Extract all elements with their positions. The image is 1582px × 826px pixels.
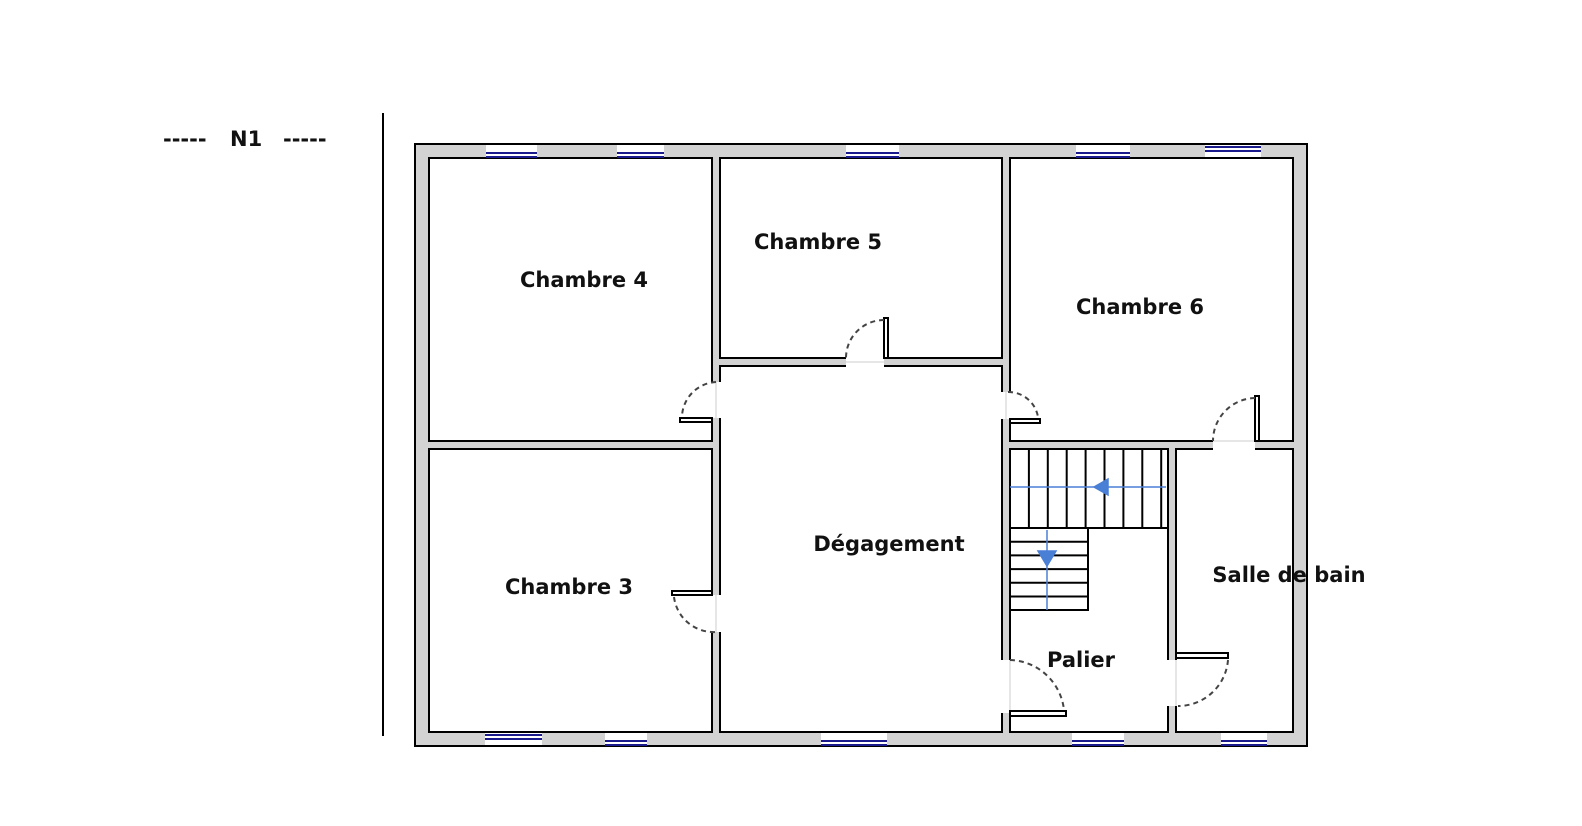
label-chambre-5: Chambre 5 <box>754 230 882 254</box>
label-chambre-3: Chambre 3 <box>505 575 633 599</box>
staircase <box>1009 448 1169 611</box>
room-chambre-6 <box>1009 157 1294 442</box>
level-dashes-right: ----- <box>283 127 327 151</box>
room-chambre-5 <box>719 157 1003 359</box>
door-chambre-4 <box>679 381 721 423</box>
label-chambre-4: Chambre 4 <box>520 268 648 292</box>
label-chambre-6: Chambre 6 <box>1076 295 1204 319</box>
door-chambre-5 <box>845 317 889 367</box>
label-degagement: Dégagement <box>813 532 964 556</box>
windows <box>485 145 1267 746</box>
door-salle-de-bain <box>1167 652 1229 708</box>
window <box>1205 145 1261 157</box>
window <box>846 145 899 158</box>
label-salle-de-bain: Salle de bain <box>1212 563 1365 587</box>
window <box>821 733 887 746</box>
level-header: ----- N1 ----- <box>163 113 384 736</box>
window <box>485 733 542 745</box>
room-degagement <box>719 365 1003 733</box>
room-chambre-4 <box>428 157 713 442</box>
door-palier <box>1001 659 1067 717</box>
door-salle-de-bain-top <box>1212 395 1260 450</box>
door-chambre-6 <box>1001 390 1041 424</box>
arrow-left-icon <box>1092 477 1109 497</box>
window <box>617 145 664 158</box>
rooms <box>428 157 1294 733</box>
window <box>1221 733 1267 746</box>
room-chambre-3 <box>428 448 713 733</box>
window <box>1076 145 1130 158</box>
room-salle-de-bain <box>1175 448 1294 733</box>
doors <box>671 317 1260 717</box>
window <box>605 733 647 746</box>
level-label: N1 <box>230 127 262 151</box>
label-palier: Palier <box>1047 648 1116 672</box>
level-dashes-left: ----- <box>163 127 207 151</box>
window <box>1072 733 1124 746</box>
window <box>486 145 537 158</box>
door-chambre-3 <box>671 590 721 634</box>
arrow-down-icon <box>1036 550 1058 568</box>
room-labels: Chambre 4 Chambre 5 Chambre 6 Chambre 3 … <box>505 230 1366 672</box>
